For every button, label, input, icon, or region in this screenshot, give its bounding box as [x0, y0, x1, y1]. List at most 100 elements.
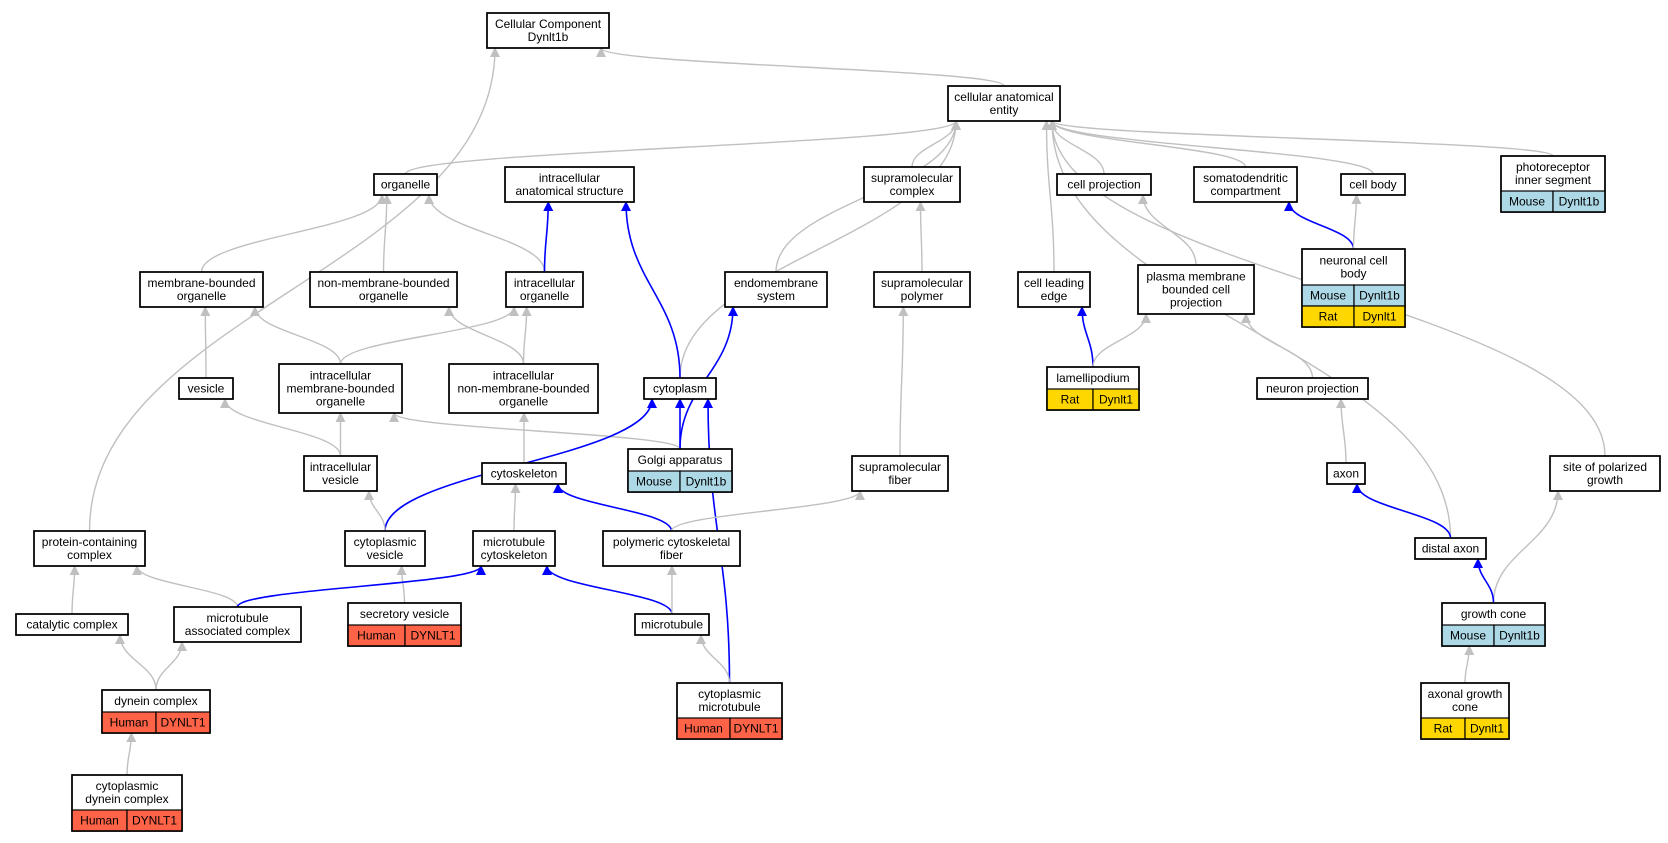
- node-label-line: photoreceptor: [1516, 160, 1590, 174]
- node-border: [676, 682, 783, 740]
- node-label-line: cellular anatomical: [954, 90, 1053, 104]
- node-label-line: entity: [990, 103, 1019, 117]
- edge-smp-to-smc: [915, 201, 926, 273]
- node-label-line: polymer: [901, 289, 944, 303]
- node-cytoplasm[interactable]: cytoplasm: [643, 377, 717, 400]
- node-label-line: growth cone: [1461, 607, 1527, 621]
- node-label-line: protein-containing: [42, 535, 137, 549]
- node-cellbody[interactable]: cell body: [1340, 173, 1406, 196]
- node-neuronproj[interactable]: neuron projection: [1256, 377, 1369, 400]
- edge-mt-to-mtc: [542, 565, 673, 615]
- node-border: [1137, 264, 1255, 315]
- species-label: Rat: [1319, 310, 1338, 324]
- node-border: [347, 602, 462, 647]
- node-organelle[interactable]: organelle: [373, 173, 438, 196]
- node-label-line: intracellular: [310, 369, 371, 383]
- node-label-line: inner segment: [1515, 173, 1592, 187]
- edge-ncb-to-somato: [1284, 201, 1355, 250]
- node-label-line: associated complex: [185, 624, 290, 638]
- node-border: [1017, 271, 1091, 308]
- edge-sv-to-cv: [396, 565, 407, 604]
- edge-mac-to-pcc: [132, 565, 239, 608]
- node-label-line: cone: [1452, 700, 1478, 714]
- node-vesicle[interactable]: vesicle: [178, 377, 234, 400]
- node-inmbo[interactable]: intracellularnon-membrane-boundedorganel…: [448, 363, 599, 414]
- node-label-line: intracellular: [539, 171, 600, 185]
- node-border: [486, 12, 610, 49]
- node-label-line: Dynlt1b: [528, 30, 569, 44]
- node-box: [504, 166, 635, 203]
- node-label-line: neuronal cell: [1319, 254, 1387, 268]
- node-border: [1500, 155, 1606, 213]
- node-mt[interactable]: microtubule: [634, 613, 710, 636]
- edge-somato-to-cae: [1047, 120, 1247, 168]
- node-label-line: growth: [1587, 473, 1623, 487]
- node-border: [33, 530, 146, 567]
- node-border: [373, 173, 438, 196]
- gene-label: Dynlt1b: [1359, 289, 1400, 303]
- node-label-line: fiber: [660, 548, 683, 562]
- edge-mtc-to-cytoskel: [510, 483, 521, 532]
- species-label: Rat: [1061, 393, 1080, 407]
- node-label-line: organelle: [520, 289, 570, 303]
- node-border: [634, 613, 710, 636]
- node-label-line: plasma membrane: [1146, 270, 1246, 284]
- node-label-line: intracellular: [493, 369, 554, 383]
- edge-inmbo-to-io: [521, 306, 532, 365]
- node-distal[interactable]: distal axon: [1414, 537, 1487, 560]
- edge-dynein-to-catalytic: [115, 634, 157, 691]
- node-label-line: membrane-bounded: [286, 382, 394, 396]
- edge-pmbcp-to-cellproj: [1138, 194, 1197, 266]
- node-cytoskel[interactable]: cytoskeleton: [481, 462, 567, 485]
- node-border: [101, 689, 211, 734]
- node-label-line: membrane-bounded: [147, 276, 255, 290]
- edge-smf-to-smp: [898, 306, 909, 457]
- edge-nmbo-to-organelle: [381, 194, 392, 273]
- node-border: [71, 774, 183, 832]
- node-label-line: dynein complex: [114, 694, 197, 708]
- edge-cv-to-iv: [364, 490, 386, 532]
- node-border: [873, 271, 971, 308]
- edge-dynein-to-mac: [155, 641, 187, 691]
- node-label-line: microtubule: [641, 618, 703, 632]
- node-axon[interactable]: axon: [1326, 462, 1366, 485]
- node-label-line: Cellular Component: [495, 17, 602, 31]
- edge-lamelli-to-pmbcp: [1092, 313, 1151, 368]
- node-catalytic[interactable]: catalytic complex: [15, 613, 129, 636]
- node-cellproj[interactable]: cell projection: [1056, 173, 1152, 196]
- node-label-line: vesicle: [367, 548, 404, 562]
- node-label-line: microtubule: [483, 535, 545, 549]
